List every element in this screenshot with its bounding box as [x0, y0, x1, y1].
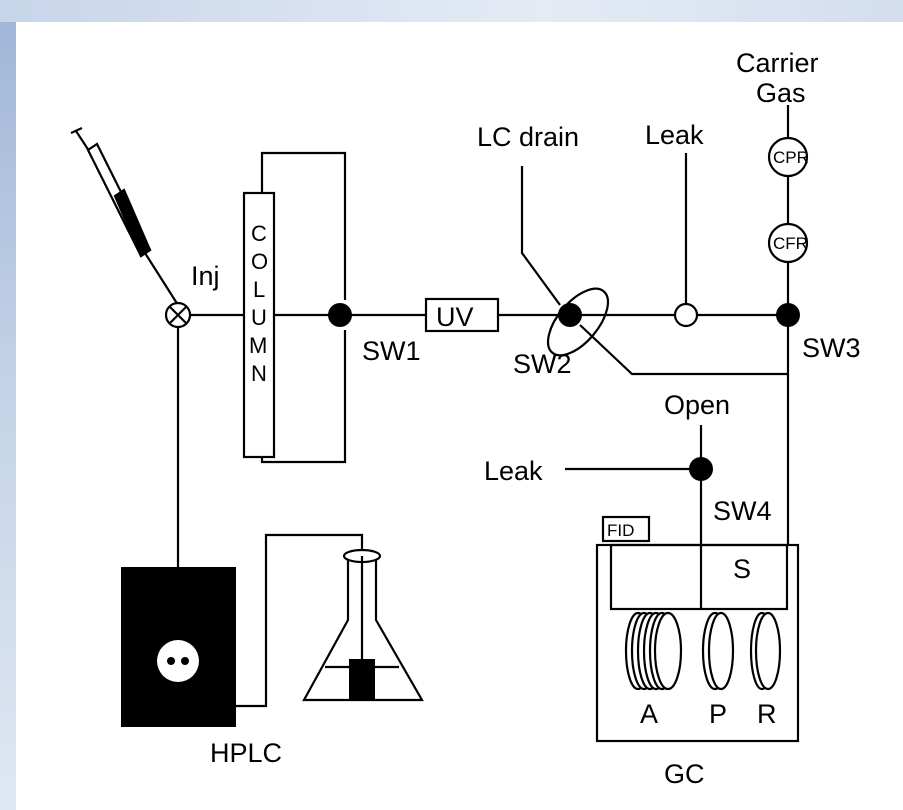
leak-left-label: Leak	[484, 456, 543, 486]
column-letter-m: M	[249, 333, 267, 358]
gc-column-r-icon	[749, 611, 782, 691]
column-letter-c: C	[251, 221, 267, 246]
gc-column-a-icon	[624, 611, 683, 691]
column-r-label: R	[757, 699, 777, 729]
fid-label: FID	[607, 521, 634, 540]
lc-drain-line	[520, 166, 561, 306]
lc-drain-label: LC drain	[477, 122, 579, 152]
flask-filter-icon	[349, 659, 375, 700]
cfr-label: CFR	[773, 234, 808, 253]
sw2-return-line	[579, 324, 788, 376]
slide-top-border	[0, 0, 903, 22]
sw1-node-icon	[328, 303, 352, 327]
column-letter-u: U	[251, 305, 267, 330]
column-letter-l: L	[253, 277, 265, 302]
sw4-node-icon	[689, 457, 713, 481]
switch-nodes	[328, 303, 800, 481]
open-label: Open	[664, 390, 730, 420]
carrier-gas-label-line2: Gas	[756, 78, 806, 108]
s-label: S	[733, 554, 751, 584]
uv-label: UV	[436, 302, 474, 332]
column-box	[242, 191, 276, 459]
pump-to-flask-line	[236, 533, 364, 708]
carrier-gas-label-line1: Carrier	[736, 48, 819, 78]
sw4-label: SW4	[713, 496, 772, 526]
injector-valve-icon	[164, 301, 192, 329]
sw1-label: SW1	[362, 336, 421, 366]
sw3-label: SW3	[802, 333, 861, 363]
gc-label: GC	[664, 759, 705, 789]
cpr-label: CPR	[773, 148, 809, 167]
column-bypass-bottom	[260, 330, 347, 464]
leak-valve-icon	[673, 302, 699, 328]
hplc-label: HPLC	[210, 738, 282, 768]
cfr-regulator-icon	[767, 222, 809, 264]
sw2-label: SW2	[513, 349, 572, 379]
cpr-regulator-icon	[767, 136, 809, 178]
column-p-label: P	[709, 699, 727, 729]
sw3-node-icon	[776, 303, 800, 327]
column-a-label: A	[640, 699, 658, 729]
leak-top-label: Leak	[645, 120, 704, 150]
slide-left-border	[0, 0, 16, 810]
solvent-flask-icon	[302, 548, 424, 702]
syringe-icon	[70, 126, 179, 306]
fid-box	[601, 515, 651, 543]
hplc-pump-port-icon	[157, 640, 199, 682]
column-bypass-top	[260, 151, 347, 300]
column-letter-o: O	[251, 249, 268, 274]
column-letter-n: N	[251, 361, 267, 386]
uv-detector-box	[424, 297, 500, 333]
gc-inlet-box	[609, 543, 789, 611]
injector-label: Inj	[191, 261, 220, 291]
sw2-node-icon	[558, 303, 582, 327]
gc-column-p-icon	[701, 611, 735, 691]
